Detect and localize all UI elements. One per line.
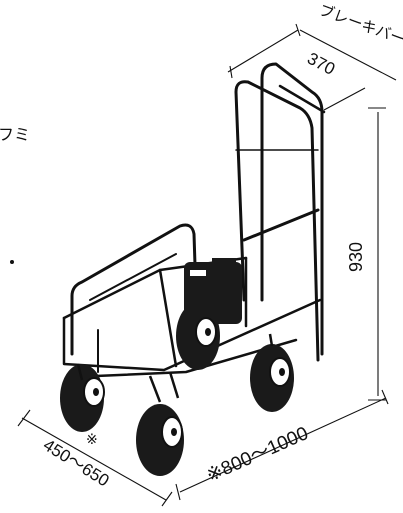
length-label: ※800～1000 — [203, 423, 311, 486]
dimension-lines — [17, 23, 397, 507]
wheel-front-right — [136, 404, 184, 476]
wheel-struts — [76, 333, 274, 403]
brake-lever-leader — [299, 29, 397, 81]
track-width-mark: ※ — [86, 431, 98, 447]
brake-lever-label: ブレーキバー — [317, 1, 403, 49]
brake-bar — [278, 84, 326, 114]
left-dot — [10, 260, 14, 264]
dimension-length-line — [179, 397, 387, 493]
width-370-label: 370 — [304, 49, 338, 79]
handle-front-loop — [234, 80, 320, 362]
height-930-label: 930 — [346, 242, 366, 272]
wheel-rear-center — [176, 302, 220, 370]
front-guard-loop — [70, 223, 198, 356]
wheels — [60, 302, 294, 476]
handle-rear-loop — [260, 62, 324, 356]
wheel-front-left — [60, 364, 105, 432]
dimension-370-line — [227, 29, 299, 73]
wheel-rear-right — [250, 344, 294, 412]
left-fragment-label: フミ — [0, 127, 30, 144]
dimension-track-line — [21, 417, 167, 501]
